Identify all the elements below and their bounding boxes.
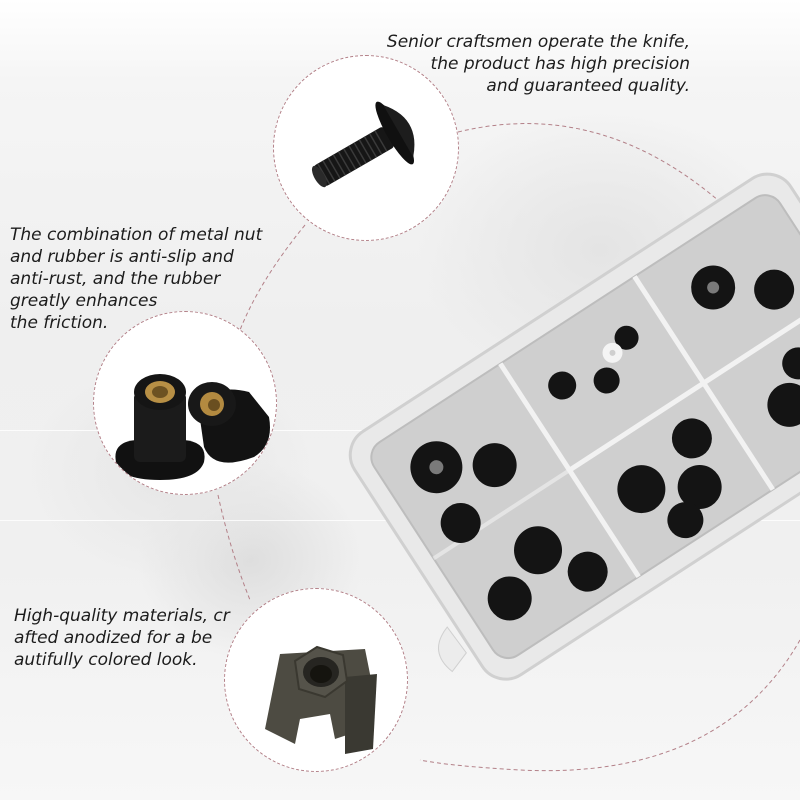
precision-caption: Senior craftsmen operate the knife, the … xyxy=(386,32,690,96)
anodized-caption: High-quality materials, cr afted anodize… xyxy=(14,606,230,670)
rubber-well-nut-icon xyxy=(115,374,270,480)
well-nut-callout-circle xyxy=(93,311,277,495)
clip-nut-callout-circle xyxy=(224,588,408,772)
flange-bolt-icon xyxy=(311,101,415,188)
well-nut-caption: The combination of metal nut and rubber … xyxy=(10,225,263,333)
u-clip-nut-icon xyxy=(265,645,377,754)
bolt-callout-circle xyxy=(273,55,459,241)
